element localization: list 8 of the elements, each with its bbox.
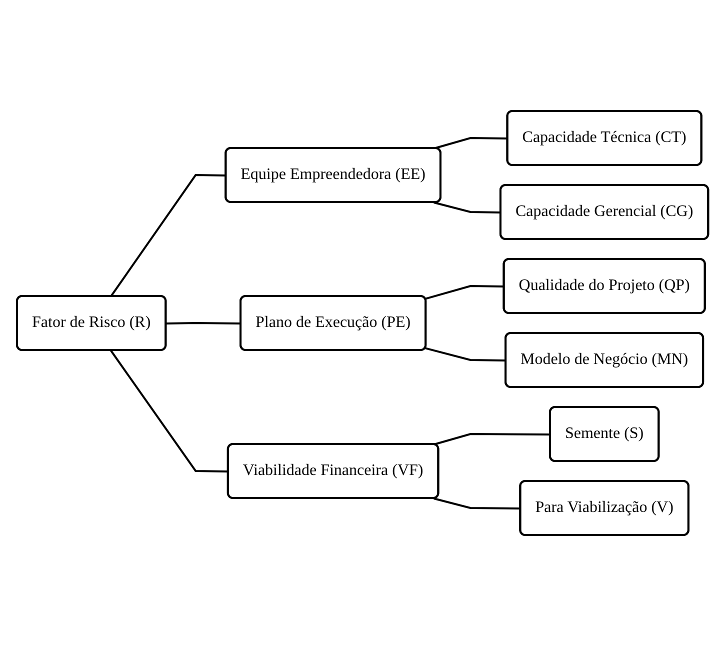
connector	[110, 174, 226, 298]
connector	[434, 202, 501, 214]
connector	[424, 285, 504, 300]
connector	[110, 350, 228, 472]
connector	[166, 322, 241, 324]
connector	[433, 498, 521, 510]
connector	[424, 347, 506, 362]
connector	[433, 433, 550, 446]
